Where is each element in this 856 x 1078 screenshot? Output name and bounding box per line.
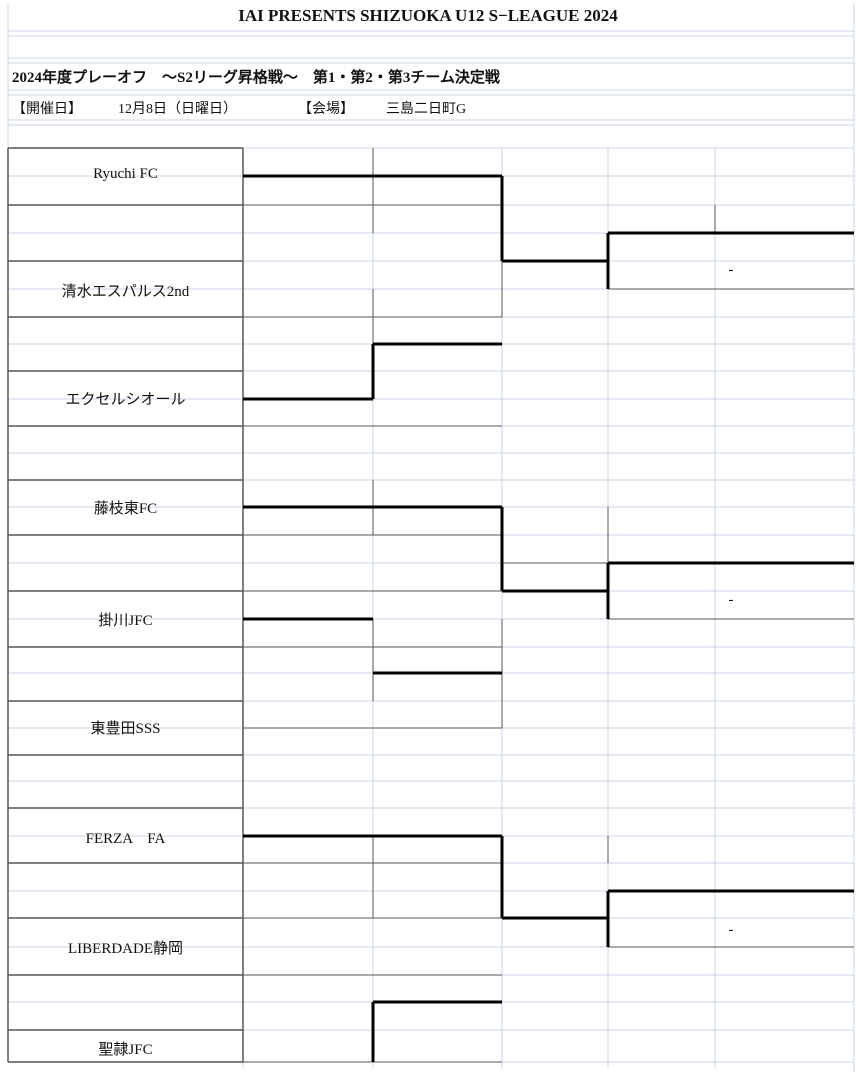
team-8: LIBERDADE静岡 <box>68 941 183 957</box>
team-2: 清水エスパルス2nd <box>61 284 190 300</box>
venue-value: 三島二日町G <box>386 102 467 117</box>
team-3: エクセルシオール <box>65 392 186 408</box>
venue-label: 【会場】 <box>298 102 354 117</box>
team-7: FERZA FA <box>85 831 166 847</box>
team-5: 掛川JFC <box>98 613 153 629</box>
team-9: 聖隷JFC <box>98 1042 153 1058</box>
page-title: IAI PRESENTS SHIZUOKA U12 S−LEAGUE 2024 <box>238 6 618 25</box>
team-4: 藤枝東FC <box>93 501 158 517</box>
result-3: - <box>728 922 734 938</box>
team-1: Ryuchi FC <box>93 166 158 182</box>
team-6: 東豊田SSS <box>90 721 161 737</box>
match-subtitle: 2024年度プレーオフ ～S2リーグ昇格戦～ 第1・第2・第3チーム決定戦 <box>12 70 500 86</box>
result-1: - <box>728 262 734 278</box>
date-value: 12月8日（日曜日） <box>118 102 237 117</box>
result-2: - <box>728 592 734 608</box>
date-label: 【開催日】 <box>12 102 82 117</box>
